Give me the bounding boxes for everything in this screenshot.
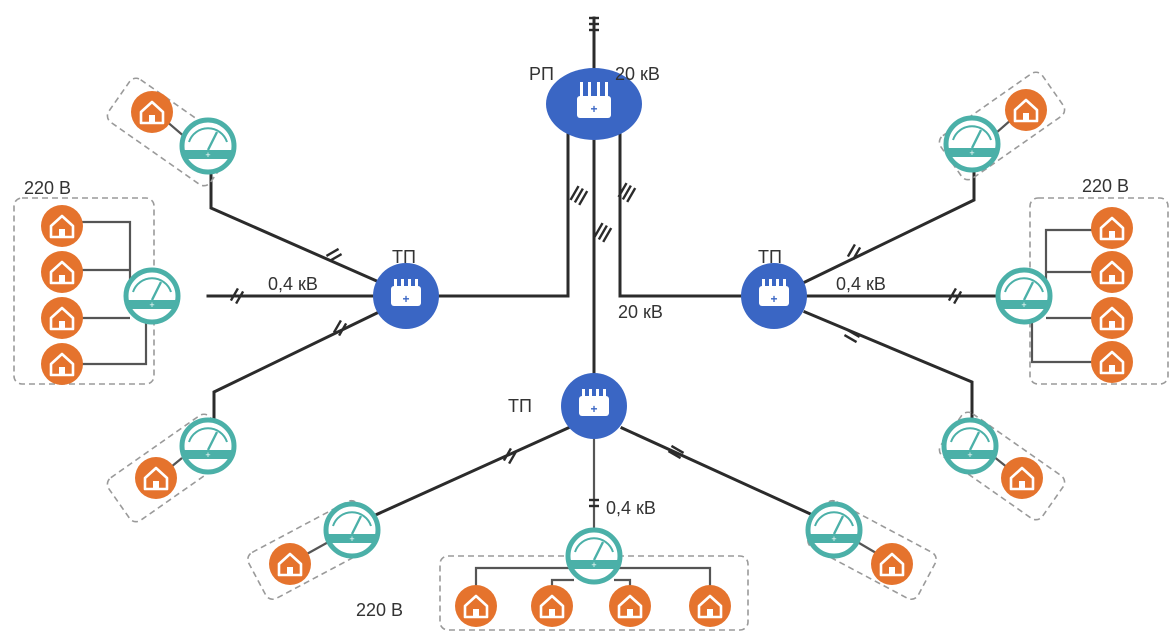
feeder-voltage-label: 20 кВ <box>618 302 663 322</box>
lv-bottom-right <box>620 426 830 524</box>
rp-voltage-label: 20 кВ <box>615 64 660 84</box>
feeder-to-left-tp <box>430 118 570 298</box>
meter-icon <box>808 504 860 556</box>
line-tick-marks <box>229 182 963 508</box>
house-icon <box>1089 205 1135 251</box>
tp-bottom-label: ТП <box>508 396 532 416</box>
meter-icon <box>182 120 234 172</box>
house-icon <box>869 541 915 587</box>
meter-icon <box>998 270 1050 322</box>
lv-right-lower <box>803 310 974 430</box>
house-icon <box>453 583 499 629</box>
house-icon <box>267 541 313 587</box>
consumer-left-voltage-label: 220 В <box>24 178 71 198</box>
house-icon <box>529 583 575 629</box>
meter-icon <box>126 270 178 322</box>
consumer-single-box <box>938 411 1066 521</box>
lv-right-label: 0,4 кВ <box>836 274 886 294</box>
house-icon <box>999 455 1045 501</box>
house-icon <box>39 341 85 387</box>
house-icon <box>1089 339 1135 385</box>
tp-right-substation-icon <box>741 263 807 329</box>
house-icon <box>39 295 85 341</box>
meter-icon <box>568 530 620 582</box>
consumer-single-box <box>106 77 234 187</box>
house-icon <box>1089 249 1135 295</box>
meter-icon <box>944 420 996 472</box>
consumer-single-box <box>938 71 1066 181</box>
consumer-single-box <box>807 499 937 601</box>
consumer-right-voltage-label: 220 В <box>1082 176 1129 196</box>
meter-icon <box>326 504 378 556</box>
tp-right-label: ТП <box>758 247 782 267</box>
lv-left-label: 0,4 кВ <box>268 274 318 294</box>
house-icon <box>607 583 653 629</box>
house-icon <box>1003 87 1049 133</box>
consumer-bottom-voltage-label: 220 В <box>356 600 403 620</box>
house-icon <box>687 583 733 629</box>
house-icon <box>129 89 175 135</box>
consumer-group-right-box <box>1029 197 1169 385</box>
house-icon <box>1089 295 1135 341</box>
tp-bottom-substation-icon <box>561 373 627 439</box>
lv-left-upper <box>209 168 381 284</box>
house-icon <box>39 203 85 249</box>
tp-left-substation-icon <box>373 263 439 329</box>
consumer-single-box <box>247 499 377 601</box>
meter-icon <box>182 420 234 472</box>
lv-right-upper <box>802 166 976 285</box>
feeder-to-right-tp <box>618 118 744 298</box>
house-icon <box>133 455 179 501</box>
consumer-single-box <box>106 413 234 523</box>
house-icon <box>39 249 85 295</box>
rp-label: РП <box>529 64 554 84</box>
tp-left-label: ТП <box>392 247 416 267</box>
lv-bottom-left <box>358 426 570 524</box>
lv-bottom-label: 0,4 кВ <box>606 498 656 518</box>
lv-left-lower <box>212 309 382 434</box>
meter-icon <box>946 118 998 170</box>
